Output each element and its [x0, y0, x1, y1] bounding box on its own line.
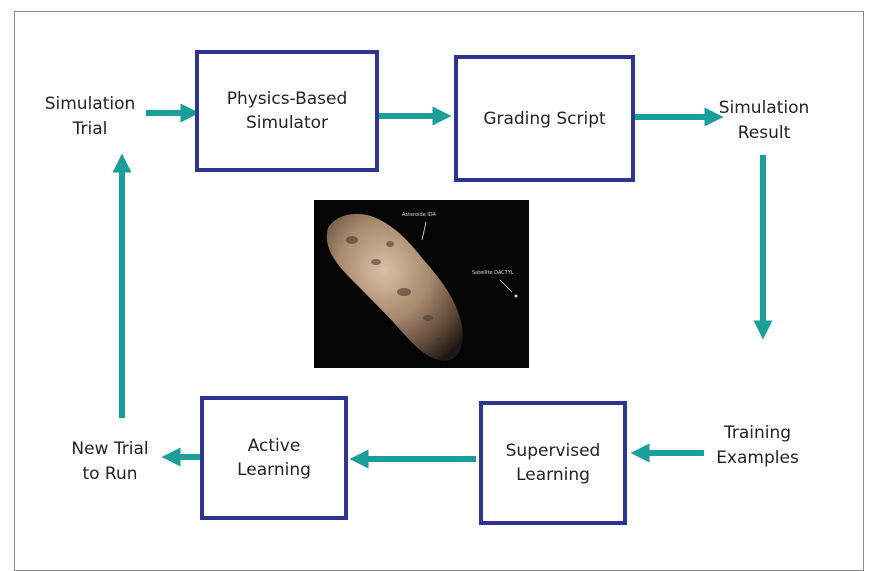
new-trial-label: New Trial to Run	[71, 439, 149, 484]
grading-script-node: Grading Script	[454, 55, 635, 182]
asteroid-caption: Asteroide IDA	[402, 212, 436, 218]
training-examples-label: Training Examples	[716, 423, 799, 468]
supervised-learning-node: Supervised Learning	[479, 401, 627, 525]
active-learning-node: Active Learning	[200, 396, 348, 520]
asteroid-image	[326, 213, 518, 361]
simulation-result-label: Simulation Result	[718, 98, 810, 143]
simulation-trial-label: Simulation Trial	[44, 94, 136, 139]
asteroid-photo: Asteroide IDA Satellite DACTYL	[314, 200, 529, 368]
physics-simulator-node: Physics-Based Simulator	[195, 50, 379, 172]
flow-arrows	[112, 103, 773, 469]
satellite-caption: Satellite DACTYL	[472, 270, 514, 276]
